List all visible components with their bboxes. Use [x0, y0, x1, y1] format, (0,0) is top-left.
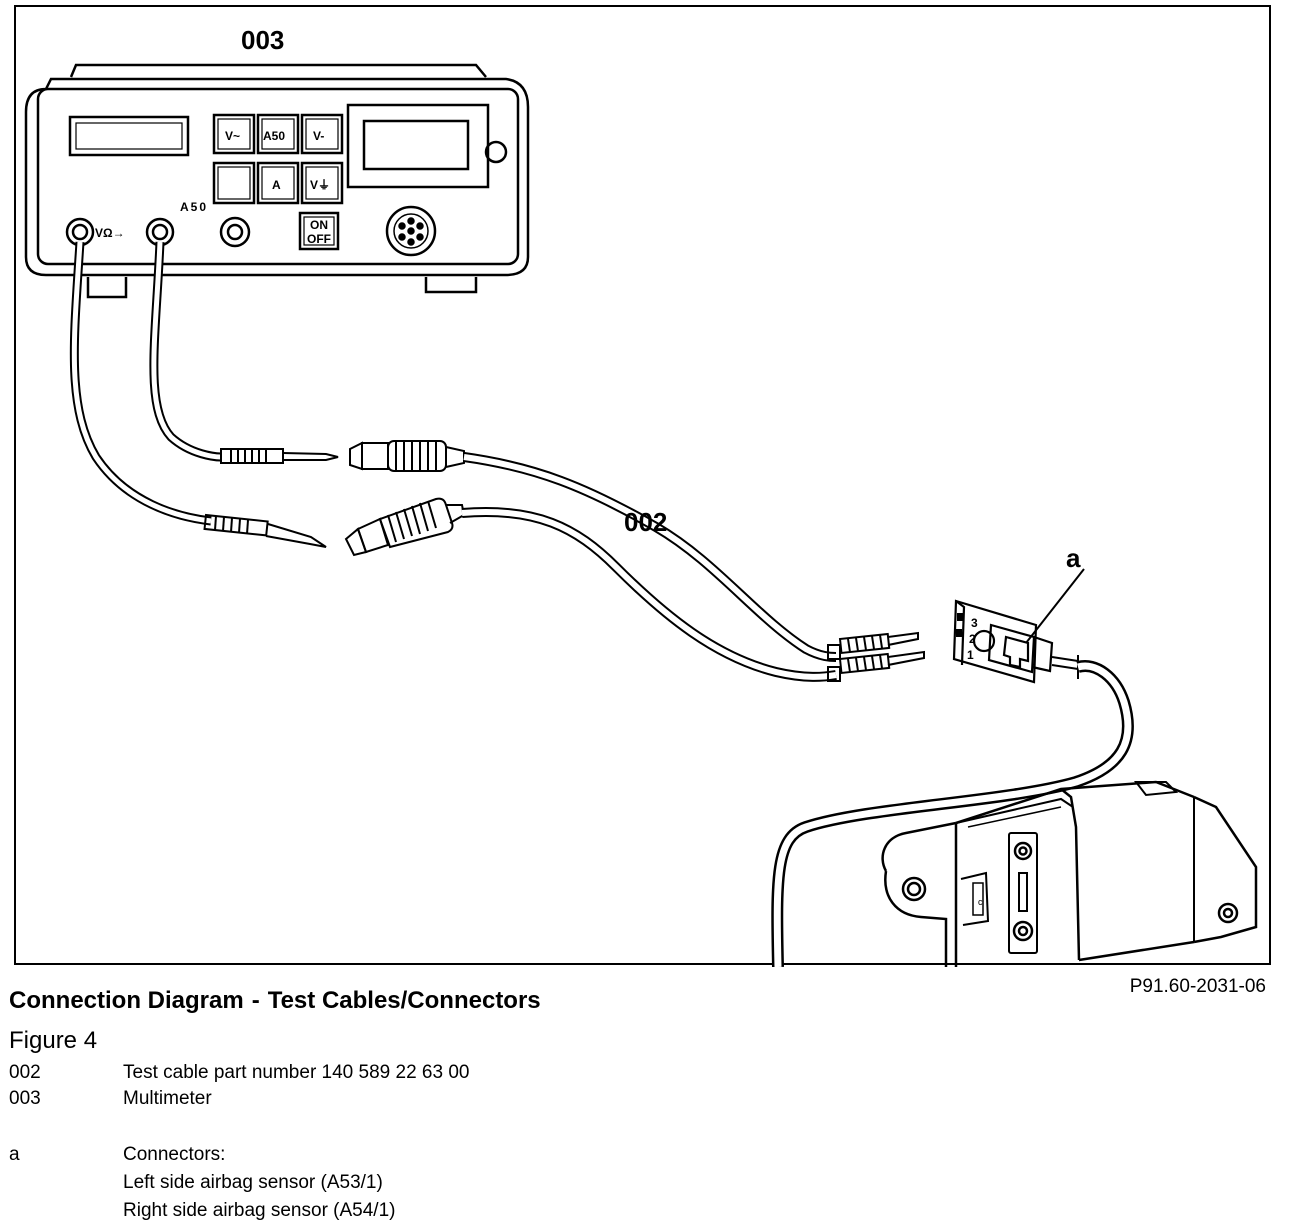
legend-text: Test cable part number 140 589 22 63 00 — [123, 1062, 470, 1083]
legend-code: 002 — [9, 1062, 41, 1083]
diagram-frame: 003 V~ A50 V- A V⏚ ON OFF A50 VΩ→ — [14, 5, 1271, 967]
button-v-ground — [300, 161, 344, 205]
caption-title: Connection Diagram-Test Cables/Connector… — [9, 987, 541, 1015]
socket-label-a50: A50 — [180, 200, 208, 214]
btn-label-v-ground: V⏚ — [310, 178, 330, 192]
legend-sub-item: Left side airbag sensor (A53/1) — [123, 1172, 383, 1193]
switch-label-off: OFF — [307, 232, 331, 246]
switch-label-on: ON — [310, 218, 328, 232]
test-probe-upper — [220, 448, 339, 464]
button-v-ac — [212, 113, 256, 155]
label-003: 003 — [241, 25, 284, 55]
caption-title-right: Test Cables/Connectors — [267, 987, 541, 1014]
figure-reference-code: P91.60-2031-06 — [1129, 976, 1266, 997]
test-probe-lower — [203, 513, 327, 548]
caption-title-left: Connection Diagram — [9, 987, 244, 1014]
connection-diagram: 003 V~ A50 V- A V⏚ ON OFF A50 VΩ→ — [24, 25, 1258, 967]
jack-label-v-ohm: VΩ→ — [95, 226, 125, 240]
legend-code: 003 — [9, 1088, 41, 1109]
legend-row: 003 Multimeter — [9, 1086, 212, 1112]
indicator-light — [484, 140, 508, 164]
pin-label-3: 3 — [971, 616, 978, 630]
btn-label-v-dc: V- — [313, 129, 324, 143]
pin-label-1: 1 — [967, 648, 974, 662]
legend-row: 002 Test cable part number 140 589 22 63 … — [9, 1060, 469, 1086]
legend-text: Connectors: — [123, 1144, 226, 1165]
legend-row: a Connectors: — [9, 1142, 225, 1168]
svg-text:c: c — [978, 897, 983, 907]
button-a — [256, 161, 300, 205]
btn-label-a50: A50 — [263, 129, 285, 143]
display-right — [346, 103, 490, 189]
multimeter-leads — [69, 241, 339, 548]
cable-pin-lower — [827, 650, 925, 682]
figure-number: Figure 4 — [9, 1027, 98, 1054]
connector-pin-labels: 3 2 1 — [967, 616, 978, 662]
connector-a — [771, 568, 1134, 967]
power-switch — [298, 211, 340, 251]
cable-socket-upper — [349, 440, 465, 472]
device-labels: 003 V~ A50 V- A V⏚ ON OFF A50 VΩ→ — [95, 25, 331, 246]
label-a: a — [1066, 543, 1081, 573]
cable-pin-upper — [827, 631, 919, 660]
button-a50 — [256, 113, 300, 155]
airbag-sensor: c — [881, 780, 1258, 967]
cable-socket-lower — [344, 497, 466, 557]
legend-sub-item: Right side airbag sensor (A54/1) — [123, 1200, 396, 1221]
btn-label-v-ac: V~ — [225, 129, 240, 143]
legend-code: a — [9, 1144, 20, 1165]
button-blank — [212, 161, 256, 205]
jack-v-ohm — [65, 217, 95, 247]
a50-socket — [219, 216, 251, 248]
display-left — [68, 115, 190, 157]
multimeter-device — [24, 63, 530, 299]
caption-separator: - — [251, 987, 260, 1014]
pin-label-2: 2 — [969, 632, 976, 646]
label-002: 002 — [624, 507, 667, 537]
button-v-dc — [300, 113, 344, 155]
btn-label-a: A — [272, 178, 281, 192]
round-diagnostic-socket — [385, 205, 437, 257]
jack-a50 — [145, 217, 175, 247]
legend-text: Multimeter — [123, 1088, 212, 1109]
test-cable-002 — [344, 440, 925, 682]
